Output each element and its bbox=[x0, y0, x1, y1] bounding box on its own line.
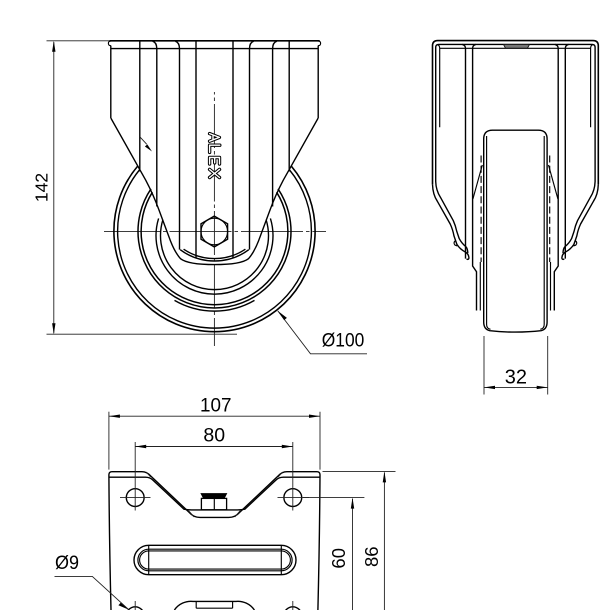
svg-text:Ø9: Ø9 bbox=[55, 553, 79, 574]
svg-text:107: 107 bbox=[200, 395, 232, 417]
svg-text:142: 142 bbox=[31, 173, 51, 202]
svg-text:32: 32 bbox=[505, 367, 527, 389]
svg-text:Ø100: Ø100 bbox=[322, 330, 365, 351]
svg-text:80: 80 bbox=[203, 424, 225, 446]
svg-text:60: 60 bbox=[328, 548, 349, 569]
svg-text:86: 86 bbox=[361, 546, 382, 567]
